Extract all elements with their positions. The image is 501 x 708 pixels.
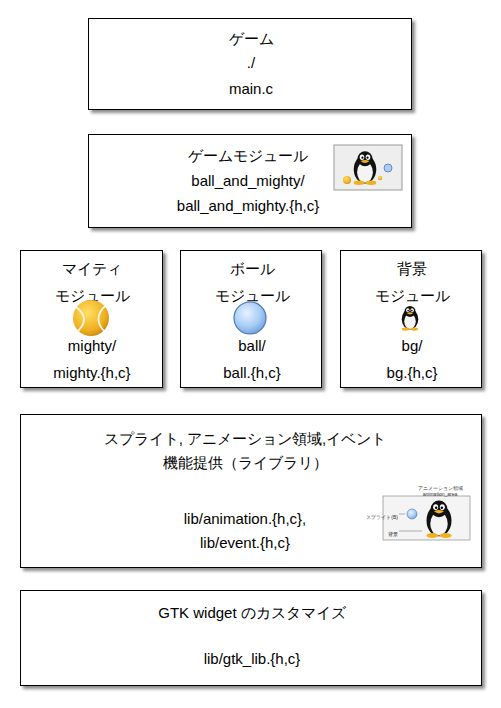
box-text: mighty.{h,c} xyxy=(53,364,130,381)
box-text: bg.{h,c} xyxy=(387,364,438,381)
box-text: スプライト, アニメーション領域,イベント xyxy=(104,430,387,447)
box-text: lib/gtk_lib.{h,c} xyxy=(204,650,301,667)
text-row: main.c xyxy=(229,80,273,98)
text-row: mighty/ xyxy=(68,337,116,355)
text-row: bg.{h,c} xyxy=(387,364,438,382)
text-row: 機能提供（ライブラリ） xyxy=(163,454,328,472)
ball-icon xyxy=(234,302,266,334)
box-text: マイティ xyxy=(62,260,122,277)
box-text: ボール xyxy=(230,260,275,277)
text-row: lib/gtk_lib.{h,c} xyxy=(204,650,301,668)
inset-label: 背景 xyxy=(388,531,398,537)
library-box: GTK widget のカスタマイズ lib/gtk_lib.{h,c} xyxy=(20,590,482,686)
game-module-icon xyxy=(334,145,402,190)
text-row: mighty.{h,c} xyxy=(53,364,130,382)
box-text: ball.{h,c} xyxy=(223,364,281,381)
text-row: ball_and_mighty.{h,c} xyxy=(177,197,319,215)
box-text: lib/animation.{h,c}, xyxy=(184,510,307,527)
inset-label-row: animation_area xyxy=(423,482,457,500)
inset-label: スプライト(B) xyxy=(366,514,398,520)
module-box: ゲームモジュール ball_and_mighty/ball_and_mighty.… xyxy=(88,134,412,228)
box-text: ゲーム xyxy=(229,30,274,47)
text-row: lib/animation.{h,c}, xyxy=(184,510,307,528)
box-text: ゲームモジュール xyxy=(188,147,308,164)
text-row: モジュール xyxy=(55,287,130,305)
text-row: lib/event.{h,c} xyxy=(200,534,290,552)
box-text: ./ xyxy=(247,54,255,71)
box-text: mighty/ xyxy=(68,337,116,354)
box-text: ball_and_mighty/ xyxy=(191,172,304,189)
text-row: ball/ xyxy=(238,337,266,355)
box-text: main.c xyxy=(229,80,273,97)
text-row: ball.{h,c} xyxy=(223,364,281,382)
box-text: bg/ xyxy=(402,337,423,354)
text-row: ボール xyxy=(230,260,275,278)
text-row: ゲーム xyxy=(229,30,274,48)
box-text: GTK widget のカスタマイズ xyxy=(158,604,346,621)
text-row: スプライト, アニメーション領域,イベント xyxy=(104,430,387,448)
game-box: ゲーム ./ main.c xyxy=(88,18,412,110)
inset-label: animation_area xyxy=(423,491,457,497)
library-box: スプライト, アニメーション領域,イベント機能提供（ライブラリ） lib/anim… xyxy=(20,414,482,568)
text-row: GTK widget のカスタマイズ xyxy=(158,604,346,622)
bg-penguin-icon xyxy=(402,306,419,331)
box-text: モジュール xyxy=(375,287,450,304)
box-text: ball_and_mighty.{h,c} xyxy=(177,197,319,214)
box-text: ball/ xyxy=(238,337,266,354)
box-text: モジュール xyxy=(215,287,290,304)
text-row: モジュール xyxy=(375,287,450,305)
box-text: モジュール xyxy=(55,287,130,304)
module-box: マイティモジュール mighty/mighty.{h,c} xyxy=(20,250,163,388)
text-row: ゲームモジュール xyxy=(188,147,308,165)
inset-label-row: スプライト(B) xyxy=(366,505,398,523)
module-box: 背景モジュール bg/bg.{h,c} xyxy=(340,250,482,388)
tennis-ball-icon xyxy=(73,300,109,336)
text-row: ball_and_mighty/ xyxy=(191,172,304,190)
text-row: モジュール xyxy=(215,287,290,305)
text-row: ./ xyxy=(247,54,255,72)
text-row: 背景 xyxy=(397,260,427,278)
text-row: bg/ xyxy=(402,337,423,355)
module-box: ボールモジュール ball/ball.{h,c} xyxy=(180,250,322,388)
box-text: lib/event.{h,c} xyxy=(200,534,290,551)
box-text: 機能提供（ライブラリ） xyxy=(163,454,328,471)
box-text: 背景 xyxy=(397,260,427,277)
inset-label-row: 背景 xyxy=(388,522,398,540)
text-row: マイティ xyxy=(62,260,122,278)
inset-label: アニメーション領域 xyxy=(418,485,463,491)
